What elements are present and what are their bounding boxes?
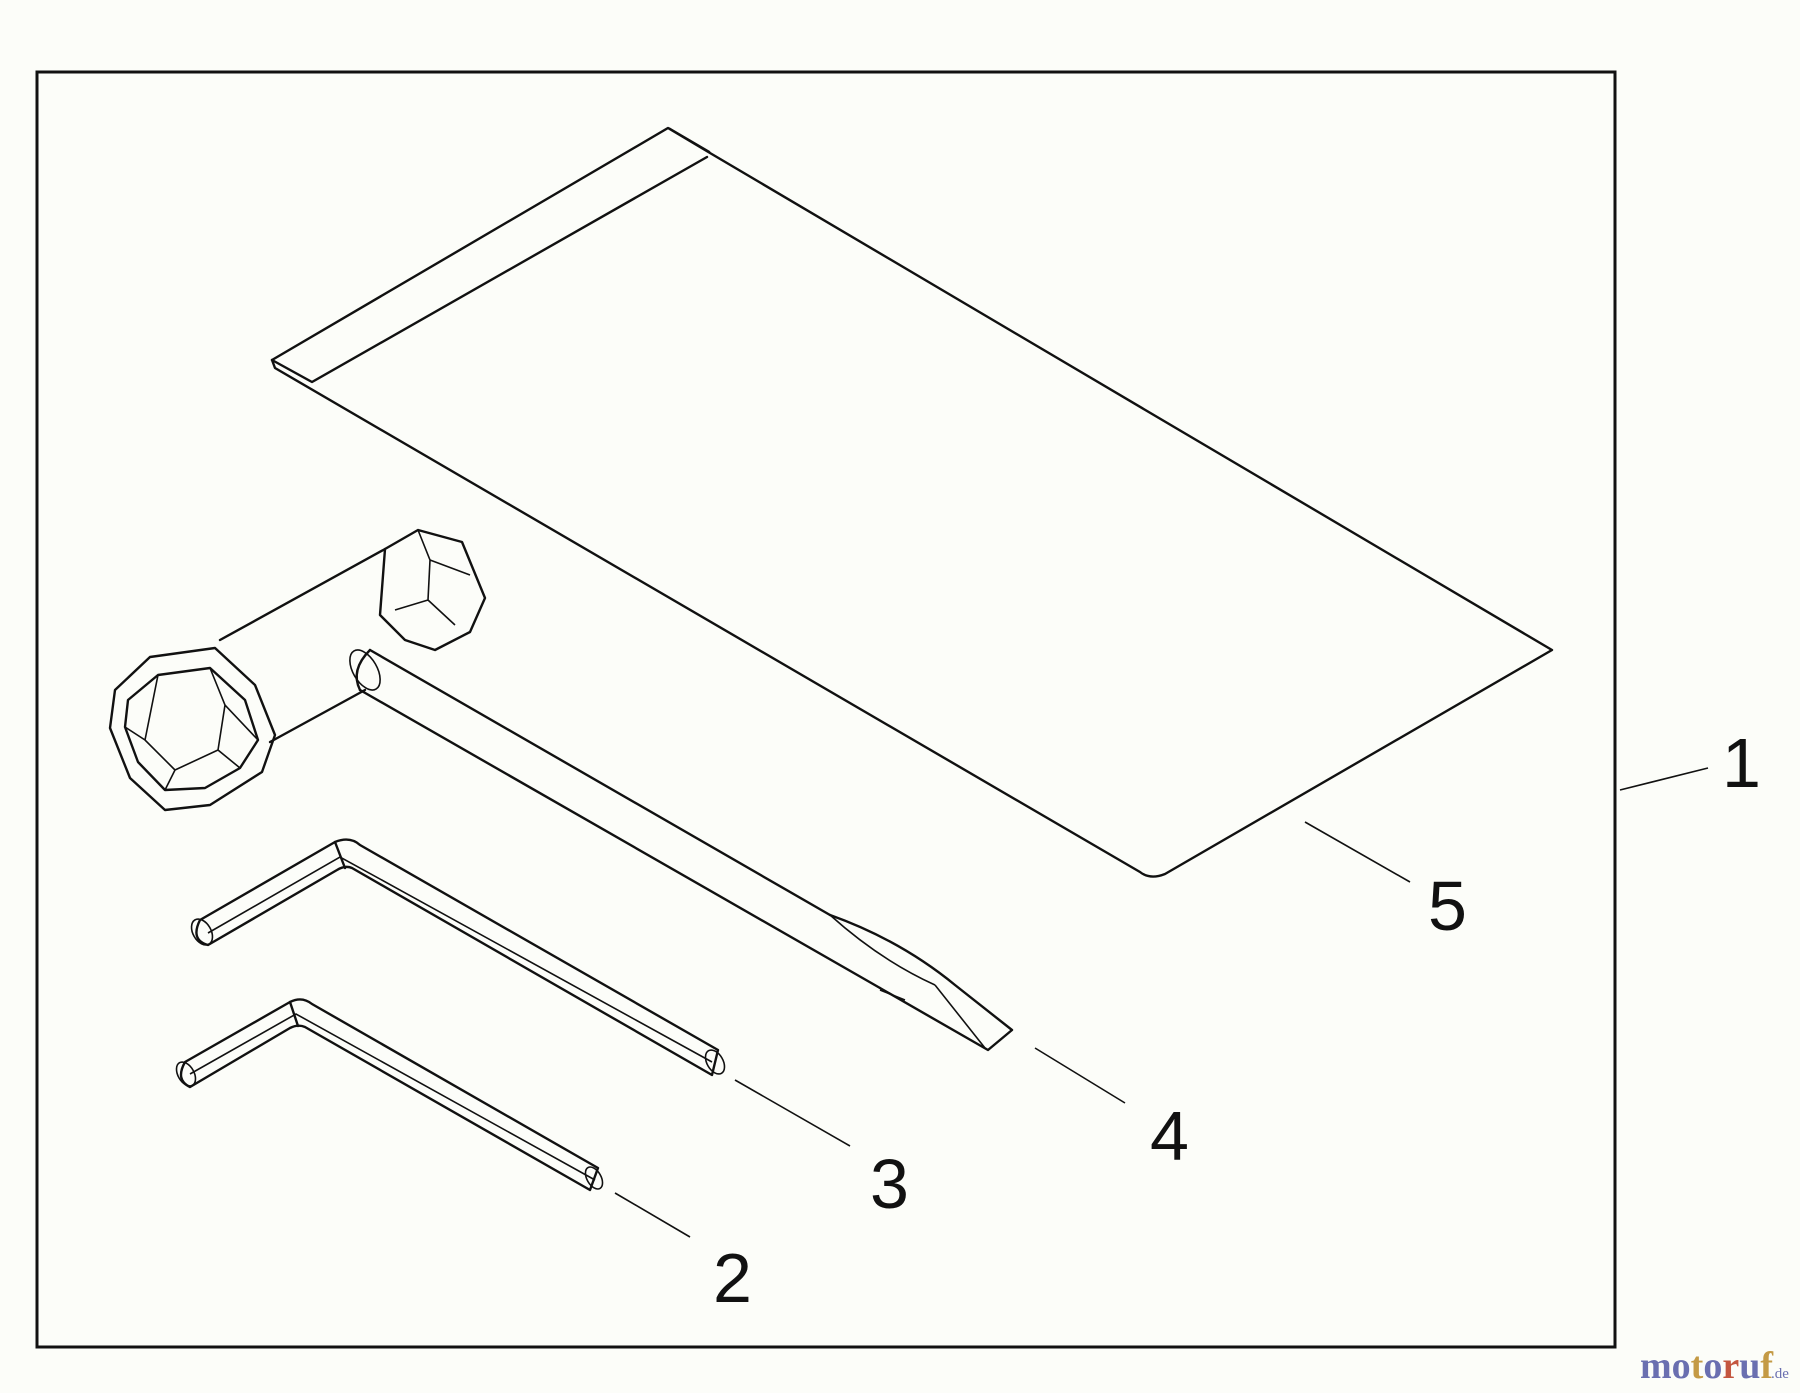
watermark-char: t xyxy=(1691,1345,1704,1387)
watermark-char: o xyxy=(1672,1345,1691,1387)
hex-key-large-part xyxy=(190,838,726,1077)
watermark-char: o xyxy=(1703,1345,1722,1387)
watermark-char: f xyxy=(1760,1345,1774,1387)
callout-4: 4 xyxy=(1150,1097,1189,1175)
assembly-frame xyxy=(35,70,1617,1349)
svg-text:motoruf: motoruf xyxy=(1640,1345,1774,1387)
watermark-logo: motoruf .de xyxy=(1640,1345,1789,1387)
callout-2: 2 xyxy=(713,1239,752,1317)
leader-line-3 xyxy=(734,1079,851,1147)
watermark-char: r xyxy=(1722,1345,1739,1387)
leader-line-4 xyxy=(1034,1047,1126,1104)
watermark-suffix: .de xyxy=(1771,1366,1789,1382)
watermark-char: u xyxy=(1739,1345,1760,1387)
tool-sheet-part xyxy=(270,126,1554,878)
callout-5: 5 xyxy=(1428,867,1467,945)
leader-line-2 xyxy=(614,1192,691,1238)
watermark-char: m xyxy=(1640,1345,1672,1387)
leader-line-5 xyxy=(1304,821,1411,883)
callout-3: 3 xyxy=(870,1145,909,1223)
callout-1: 1 xyxy=(1722,724,1761,802)
leader-line-1 xyxy=(1619,767,1709,791)
hex-key-small-part xyxy=(175,998,604,1192)
spark-plug-spanner-part xyxy=(108,528,1014,1052)
